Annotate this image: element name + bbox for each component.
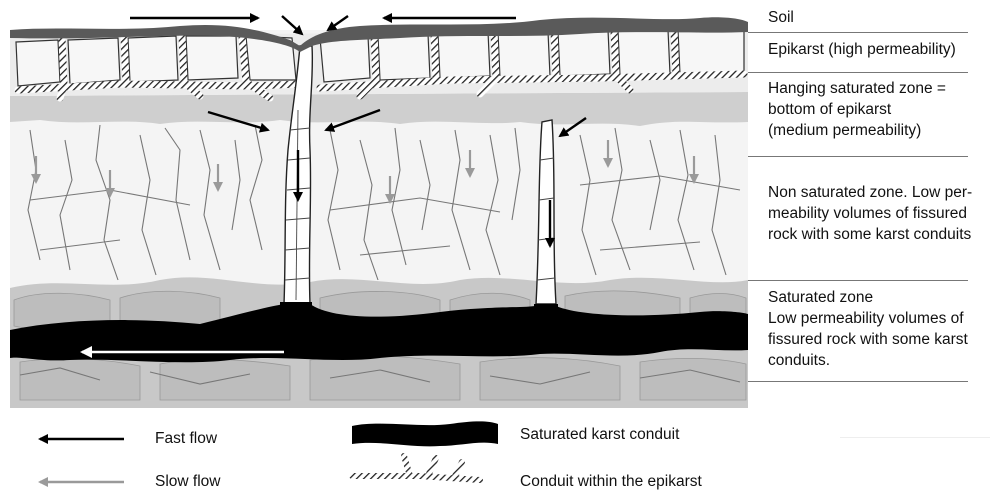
label-saturated-zone: Saturated zone Low permeability volumes …: [768, 287, 968, 371]
separator: [748, 381, 968, 382]
label-saturated-line: conduits.: [768, 350, 968, 371]
separator: [748, 32, 968, 33]
label-hanging-zone: Hanging saturated zone = bottom of epika…: [768, 78, 946, 141]
label-non-saturated-zone: Non saturated zone. Low per- meability v…: [768, 182, 972, 245]
label-non-saturated-line: rock with some karst conduits: [768, 224, 972, 245]
conduit-junction-right: [534, 304, 558, 326]
label-non-saturated-line: Non saturated zone. Low per-: [768, 182, 972, 203]
label-saturated-line: Saturated zone: [768, 287, 968, 308]
conduit-junction-left: [280, 302, 312, 328]
separator: [748, 72, 968, 73]
label-hanging-line: bottom of epikarst: [768, 99, 946, 120]
label-hanging-line: Hanging saturated zone =: [768, 78, 946, 99]
label-non-saturated-line: meability volumes of fissured: [768, 203, 972, 224]
legend-slow-flow-label: Slow flow: [155, 473, 220, 491]
separator: [748, 156, 968, 157]
label-saturated-line: fissured rock with some karst: [768, 329, 968, 350]
label-saturated-line: Low permeability volumes of: [768, 308, 968, 329]
legend-epikarst-conduit-label: Conduit within the epikarst: [520, 473, 702, 491]
label-epikarst: Epikarst (high permeability): [768, 39, 956, 60]
legend-saturated-conduit-label: Saturated karst conduit: [520, 426, 679, 444]
hanging-saturated-zone: [10, 92, 748, 126]
label-soil: Soil: [768, 7, 794, 28]
separator: [748, 280, 968, 281]
legend-saturated-conduit-icon: [352, 421, 498, 446]
legend-fast-flow-label: Fast flow: [155, 430, 217, 448]
legend-epikarst-conduit-icon: [352, 456, 480, 480]
faint-rule: [840, 437, 990, 438]
label-hanging-line: (medium permeability): [768, 120, 946, 141]
